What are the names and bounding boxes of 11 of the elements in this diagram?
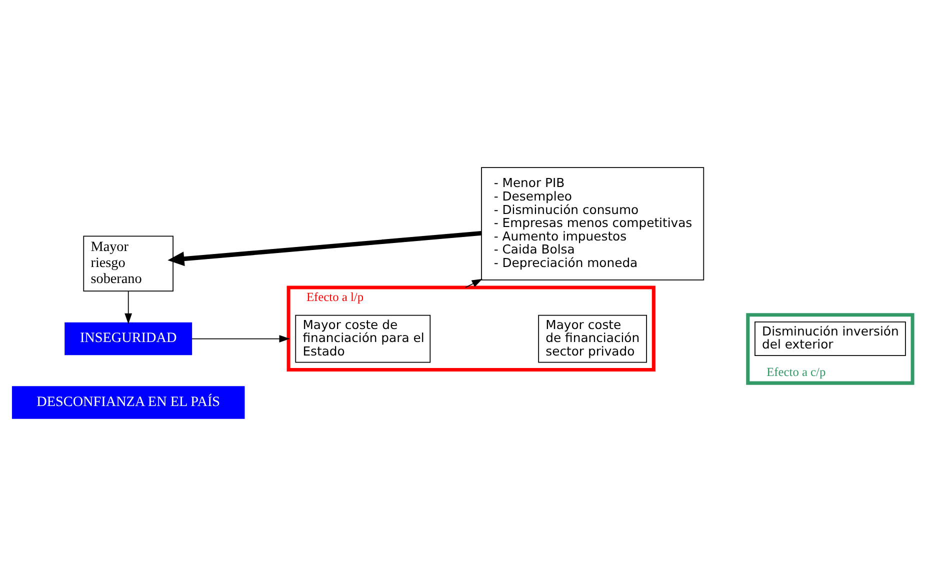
- node-box: DESCONFIANZA EN EL PAÍS: [12, 386, 245, 418]
- node-box: INSEGURIDAD: [64, 322, 192, 355]
- node-box: Mayor riesgo soberano: [83, 235, 174, 291]
- arrow: [191, 334, 290, 342]
- arrow: [124, 290, 132, 324]
- node-box: Disminución inversión del exterior: [754, 321, 906, 356]
- node-box: Mayor coste de financiación sector privado: [538, 314, 647, 362]
- node-box: - Menor PIB - Desempleo - Disminución consumo - Empresas menos competitivas - Aumento impuestos - Caida Bolsa - Depreciación moneda: [481, 166, 704, 280]
- node-box: Mayor coste de financiación para el Estado: [295, 314, 431, 362]
- arrow: [168, 230, 482, 266]
- arrow: [465, 278, 482, 288]
